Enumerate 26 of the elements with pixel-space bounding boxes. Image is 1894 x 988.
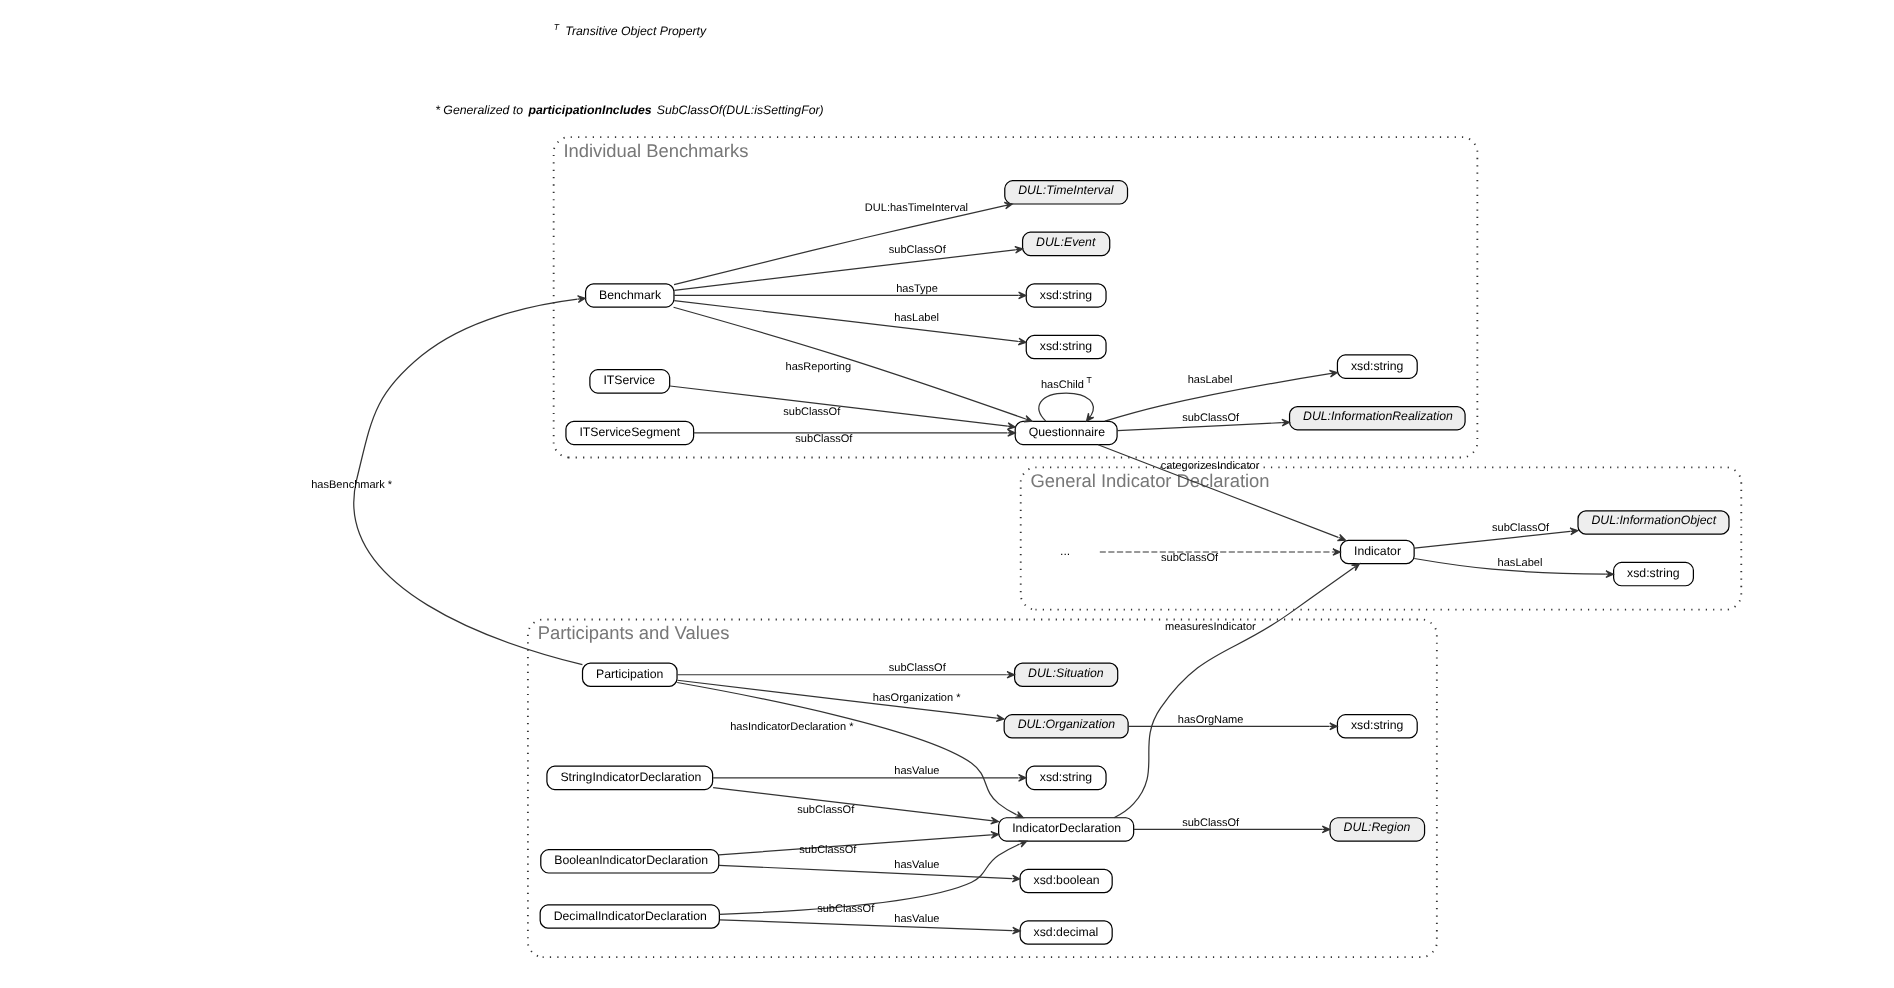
arrow [668,385,1015,431]
arrow [672,291,1026,300]
arrow [675,670,1015,679]
arrow [692,429,1015,437]
arrow [1096,444,1346,542]
arrow [717,864,1020,883]
arrow [711,787,998,825]
arrow [672,299,1026,346]
arrow [711,773,1026,782]
arrow [672,245,1023,291]
arrow [1412,527,1578,549]
arrow [1112,563,1360,819]
arrow [675,679,1004,723]
arrow [1132,825,1330,834]
arrow [1412,557,1613,579]
arrow [1103,369,1337,422]
arrow [718,919,1020,935]
arrow [352,295,585,666]
arrow [672,201,1012,286]
arrow [717,840,1027,915]
arrow [1115,418,1290,432]
arrow [1126,722,1337,731]
arrow [1037,392,1094,422]
arrow [1098,548,1340,556]
arrow [717,830,999,856]
arrow [671,306,1032,423]
